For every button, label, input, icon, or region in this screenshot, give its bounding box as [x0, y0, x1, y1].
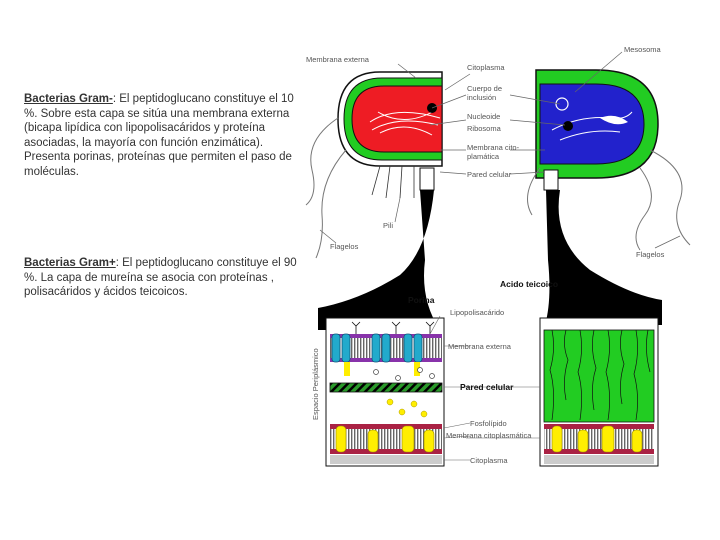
label-pared-celular: Pared celular [467, 170, 512, 179]
gram-negative-cell [306, 72, 442, 258]
label-cuerpo-inclusion-1: Cuerpo de [467, 84, 502, 93]
label-citoplasma-detail: Citoplasma [470, 456, 508, 465]
label-ribosoma: Ribosoma [467, 124, 502, 133]
gram-negative-wall-detail [326, 318, 444, 466]
label-membrana-cito-1: Membrana cito- [467, 143, 520, 152]
label-flagelos-left: Flagelos [330, 242, 359, 251]
label-fosfolipido: Fosfolípido [470, 419, 507, 428]
label-espacio-periplasmico: Espacio Periplásmico [311, 348, 320, 420]
label-membrana-externa-detail: Membrana externa [448, 342, 512, 351]
label-lipopolisacarido: Lipopolisacárido [450, 308, 504, 317]
label-acido-teicoico: Acido teicoico [500, 279, 558, 289]
label-citoplasma: Citoplasma [467, 63, 505, 72]
label-membrana-externa: Membrana externa [306, 55, 370, 64]
label-pili: Pili [383, 221, 393, 230]
gram-positive-wall-detail [540, 318, 658, 466]
porin-proteins [332, 334, 422, 362]
label-pared-celular-detail: Pared celular [460, 382, 514, 392]
label-cuerpo-inclusion-2: inclusión [467, 93, 496, 102]
label-membrana-cito-2: plamática [467, 152, 500, 161]
label-membrana-citoplasmatica: Membrana citoplasmática [446, 431, 532, 440]
peptidoglycan-layer [330, 383, 442, 392]
label-nucleoide: Nucleoide [467, 112, 500, 121]
zoom-funnel-left [318, 190, 440, 330]
label-flagelos-right: Flagelos [636, 250, 665, 259]
label-porina: Porina [408, 295, 435, 305]
label-mesosoma: Mesosoma [624, 45, 662, 54]
